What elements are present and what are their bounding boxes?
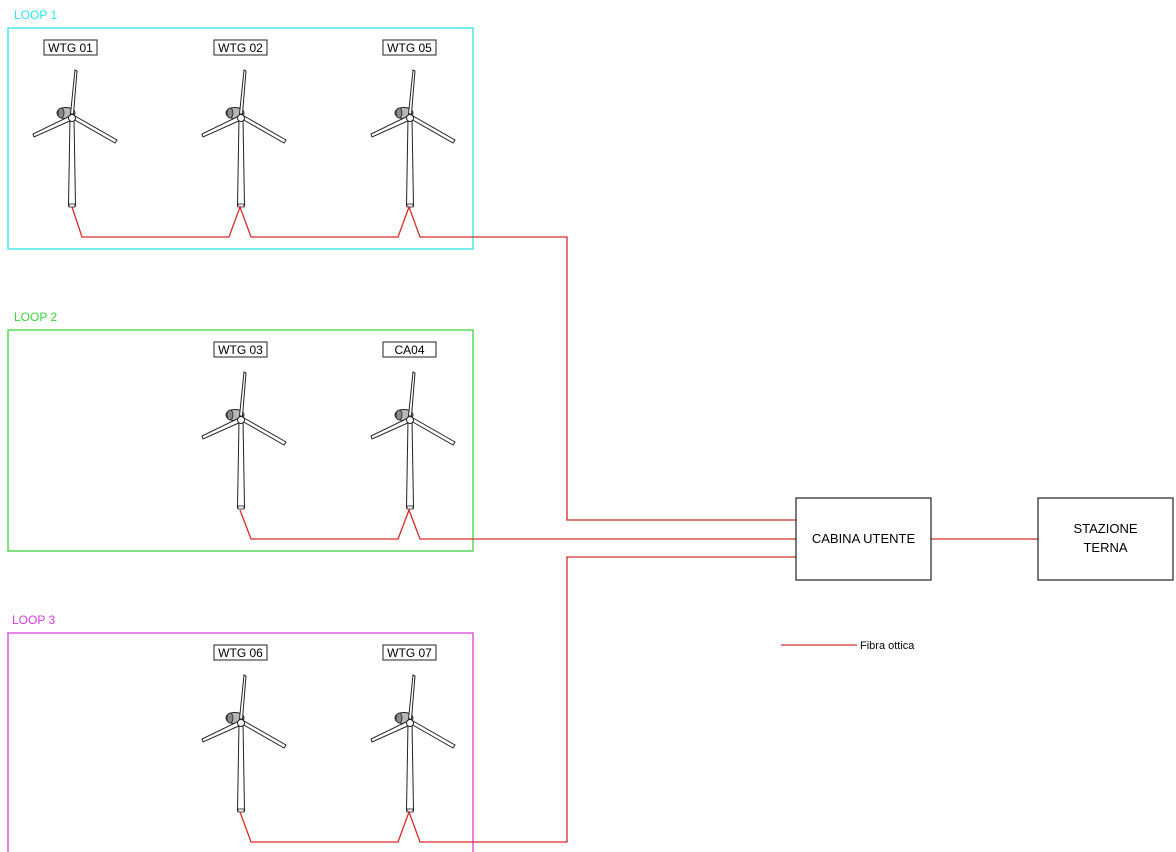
loop-1-label: LOOP 1 <box>14 8 57 22</box>
turbine-label: CA04 <box>394 343 424 357</box>
turbine-wtg-03: WTG 03 <box>201 341 287 510</box>
fiber-line-loop-2 <box>239 508 796 540</box>
turbine-tag <box>382 341 437 358</box>
loop-3-label: LOOP 3 <box>12 613 55 627</box>
turbine-tag <box>213 341 268 358</box>
wind-turbine-icon <box>370 674 456 813</box>
turbine-label: WTG 06 <box>218 646 263 660</box>
fiber-optic-lines <box>71 205 1038 843</box>
turbine-wtg-07: WTG 07 <box>370 644 456 813</box>
stazione-terna-label-line-2: TERNA <box>1083 540 1127 555</box>
turbine-tag <box>213 644 268 661</box>
stazione-terna-box <box>1037 497 1174 581</box>
loop-2-frame <box>7 329 474 552</box>
turbine-tag <box>382 644 437 661</box>
turbine-tag <box>382 39 437 56</box>
loop-1-frame <box>7 27 474 250</box>
turbine-wtg-06: WTG 06 <box>201 644 287 813</box>
cabina-utente-label: CABINA UTENTE <box>812 531 916 546</box>
turbine-wtg-02: WTG 02 <box>201 39 287 208</box>
loop-2: LOOP 2 WTG 03 CA04 <box>7 310 474 552</box>
legend: Fibra ottica <box>860 640 915 652</box>
turbine-label: WTG 05 <box>387 41 432 55</box>
stazione-terna: STAZIONE TERNA <box>1037 497 1174 581</box>
turbine-tag <box>43 39 98 56</box>
wind-turbine-icon <box>201 674 287 813</box>
wind-turbine-icon <box>32 69 118 208</box>
turbine-label: WTG 02 <box>218 41 263 55</box>
turbine-tag <box>213 39 268 56</box>
loop-3: LOOP 3 WTG 06 WTG 07 <box>7 613 474 852</box>
turbine-wtg-05: WTG 05 <box>370 39 456 208</box>
turbine-label: WTG 01 <box>48 41 93 55</box>
loop-1: LOOP 1 WTG 01 WTG 02 WTG 05 <box>7 8 474 250</box>
loop-3-frame <box>7 632 474 852</box>
stazione-terna-label-line-1: STAZIONE <box>1073 521 1137 536</box>
turbine-ca04: CA04 <box>370 341 456 510</box>
loop-2-label: LOOP 2 <box>14 310 57 324</box>
legend-label: Fibra ottica <box>860 640 915 652</box>
wind-turbine-icon <box>201 371 287 510</box>
cabina-utente-box <box>795 497 932 581</box>
wind-turbine-icon <box>201 69 287 208</box>
wind-turbine-icon <box>370 371 456 510</box>
fiber-line-loop-1 <box>71 205 796 521</box>
turbine-label: WTG 03 <box>218 343 263 357</box>
fiber-line-loop-3 <box>239 556 796 843</box>
wind-turbine-icon <box>370 69 456 208</box>
turbine-label: WTG 07 <box>387 646 432 660</box>
turbine-wtg-01: WTG 01 <box>32 39 118 208</box>
cabina-utente: CABINA UTENTE <box>795 497 932 581</box>
